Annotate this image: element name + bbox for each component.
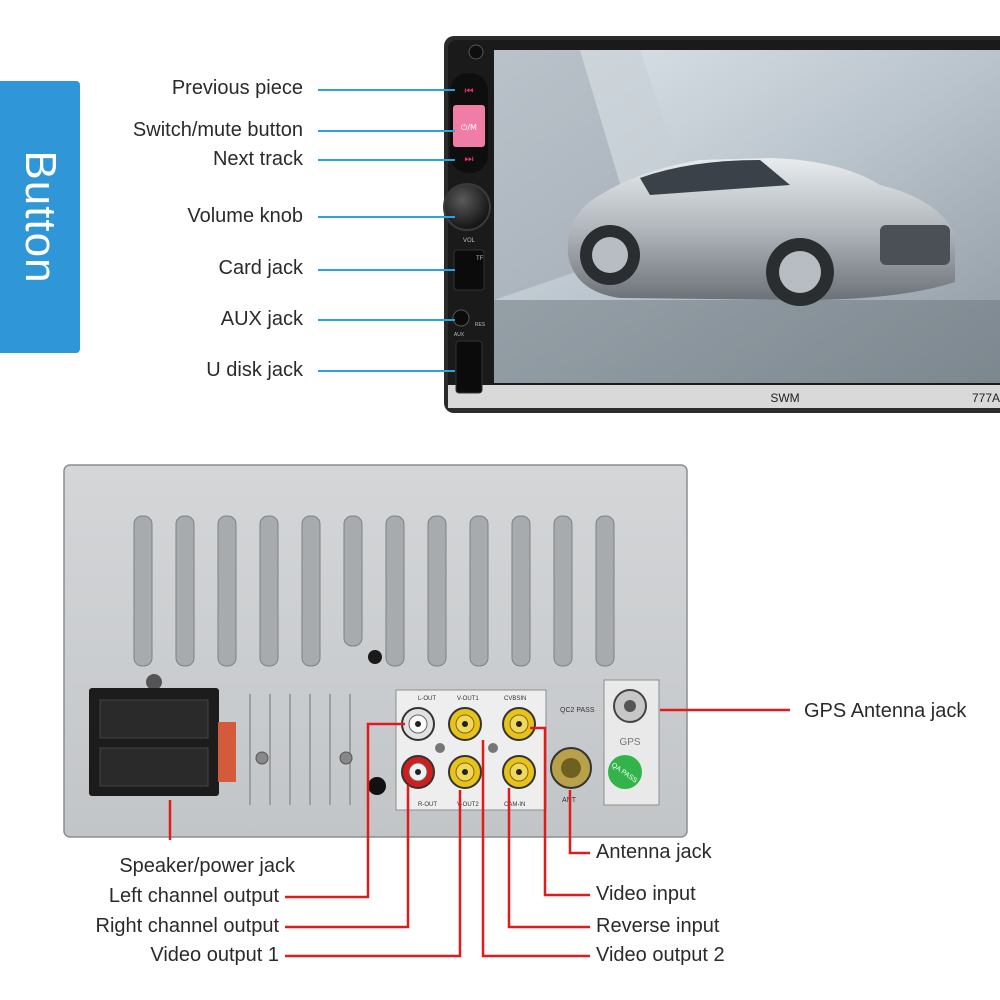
- svg-text:V-OUT2: V-OUT2: [457, 802, 479, 808]
- svg-text:QC2 PASS: QC2 PASS: [560, 707, 595, 714]
- qa-pass-sticker: [608, 755, 642, 789]
- antenna-port: ANT: [550, 747, 592, 804]
- svg-text:V-OUT1: V-OUT1: [457, 696, 479, 702]
- rear-box: L-OUT V-OUT1 CVBSIN R-OUT V-OUT2 CAM-IN …: [63, 464, 688, 838]
- rca-reverse-in: [502, 755, 536, 789]
- svg-text:CVBSIN: CVBSIN: [504, 696, 526, 702]
- svg-text:L-OUT: L-OUT: [418, 696, 436, 702]
- next-icon[interactable]: ⏭: [465, 154, 474, 165]
- label-video-output-1: Video output 1: [150, 944, 279, 966]
- svg-text:CAM-IN: CAM-IN: [504, 802, 525, 808]
- top-leaders: [318, 89, 455, 372]
- brand-mark: SWM: [770, 391, 799, 405]
- rca-left-out: [401, 707, 435, 741]
- svg-text:R-OUT: R-OUT: [418, 802, 437, 808]
- label-next-track: Next track: [212, 148, 303, 170]
- head-unit-front: SWM 777A ⏮ ⏻/M ⏭ VOL TF AUX RES: [443, 36, 1000, 413]
- side-tab: Button: [0, 81, 80, 353]
- bottom-leaders: [168, 708, 790, 958]
- svg-text:RES: RES: [475, 322, 486, 328]
- mute-button[interactable]: [453, 105, 485, 147]
- label-switch-mute: Switch/mute button: [132, 119, 303, 141]
- rca-video-out-2: [448, 755, 482, 789]
- label-volume-knob: Volume knob: [187, 205, 303, 227]
- rca-video-in: [502, 707, 536, 741]
- rca-right-out: [401, 755, 435, 789]
- rca-video-out-1: [448, 707, 482, 741]
- label-antenna-jack: Antenna jack: [596, 841, 712, 863]
- speaker-power-connector: [89, 674, 236, 796]
- mic-icon: [468, 44, 484, 60]
- label-previous-piece: Previous piece: [171, 77, 303, 99]
- prev-icon[interactable]: ⏮: [465, 86, 474, 97]
- label-right-channel: Right channel output: [95, 915, 279, 937]
- rca-panel: L-OUT V-OUT1 CVBSIN R-OUT V-OUT2 CAM-IN: [395, 689, 547, 811]
- aux-port[interactable]: [452, 309, 470, 327]
- svg-text:VOL: VOL: [463, 238, 476, 244]
- label-left-channel: Left channel output: [108, 885, 279, 907]
- label-video-input: Video input: [596, 883, 696, 905]
- label-gps-antenna: GPS Antenna jack: [804, 700, 967, 722]
- svg-text:AUX: AUX: [454, 332, 465, 338]
- label-card-jack: Card jack: [218, 257, 303, 279]
- usb-port[interactable]: [455, 340, 483, 394]
- label-speaker-power: Speaker/power jack: [119, 855, 295, 877]
- label-video-output-2: Video output 2: [596, 944, 725, 966]
- model-mark: 777A: [972, 391, 1000, 405]
- label-aux-jack: AUX jack: [220, 308, 303, 330]
- svg-text:TF: TF: [476, 256, 484, 262]
- svg-text:GPS: GPS: [619, 737, 640, 748]
- car-image: [567, 158, 955, 306]
- label-reverse-input: Reverse input: [596, 915, 720, 937]
- control-column: ⏮ ⏻/M ⏭ VOL TF AUX RES: [443, 44, 491, 394]
- volume-knob[interactable]: [443, 183, 491, 231]
- power-icon: ⏻/M: [461, 123, 477, 132]
- label-u-disk-jack: U disk jack: [206, 359, 303, 381]
- gps-port: GPS QA PASS: [603, 679, 660, 806]
